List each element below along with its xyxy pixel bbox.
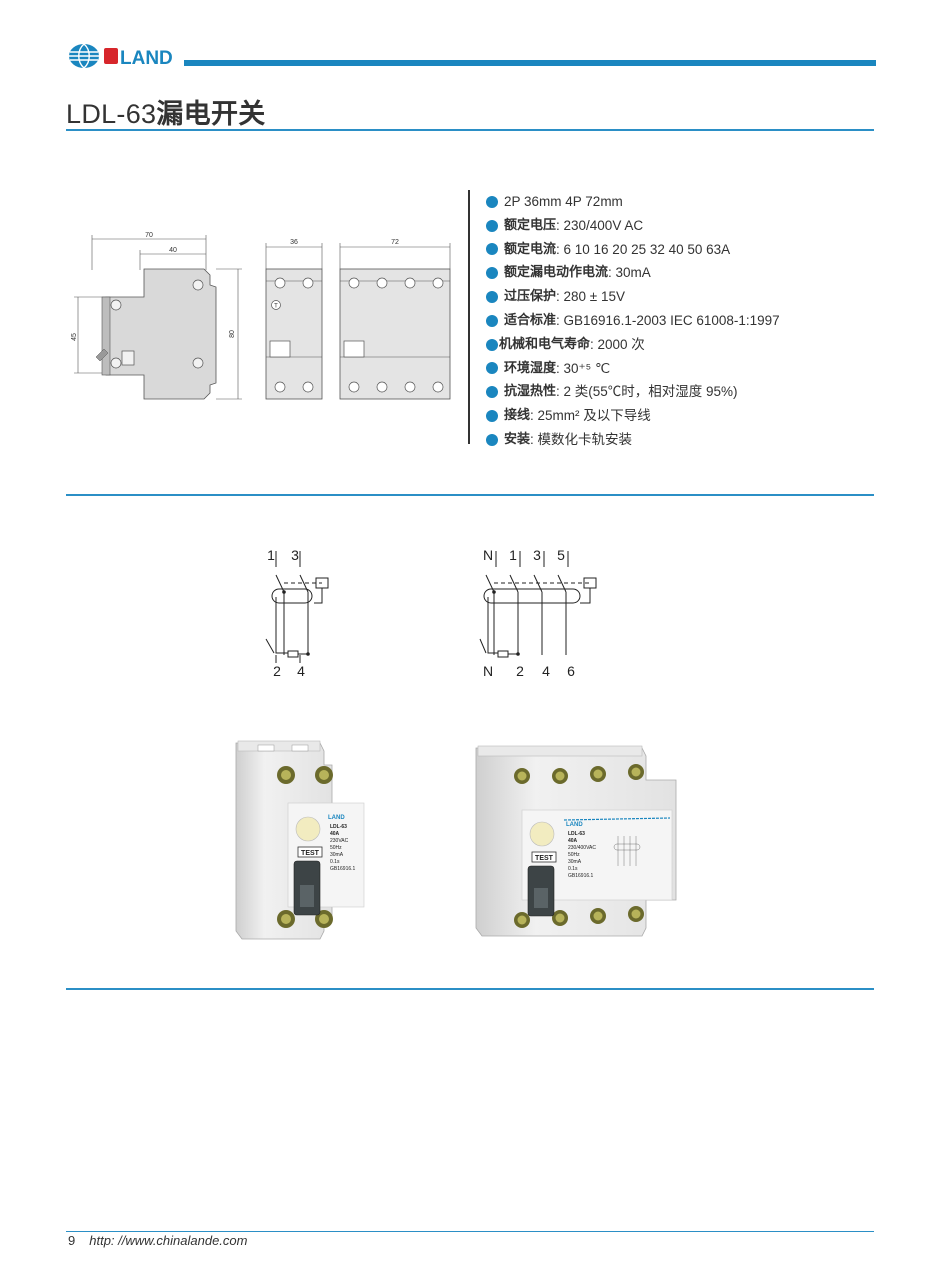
- website-link[interactable]: http: //www.chinalande.com: [89, 1233, 248, 1248]
- terminal-label: N: [483, 663, 493, 679]
- svg-text:LDL-63: LDL-63: [330, 824, 347, 830]
- title-model: LDL-63: [66, 99, 157, 129]
- svg-text:0.1s: 0.1s: [330, 859, 340, 865]
- product-photo-2p: TEST LAND LDL-63 40A 230VAC 50Hz 30mA 0.…: [235, 740, 365, 940]
- svg-text:50Hz: 50Hz: [568, 852, 580, 858]
- terminal-label: 6: [567, 663, 575, 679]
- dim-width-inner: 40: [169, 247, 177, 254]
- test-button-icon: [529, 821, 555, 847]
- dim-height-total: 80: [229, 330, 236, 338]
- title-divider: [66, 129, 874, 131]
- footer: 9 http: //www.chinalande.com: [68, 1233, 247, 1248]
- title-name: 漏电开关: [156, 99, 266, 130]
- header-bar: [184, 60, 876, 66]
- terminal-label: 1: [509, 547, 517, 563]
- spec-item: 额定电流: 6 10 16 20 25 32 40 50 63A: [486, 238, 780, 262]
- test-button-icon: [295, 816, 321, 842]
- dim-width-4p: 72: [391, 239, 399, 246]
- svg-text:0.1s: 0.1s: [568, 866, 578, 872]
- svg-text:230VAC: 230VAC: [330, 838, 349, 844]
- terminal-label: 4: [297, 663, 305, 679]
- spec-item: 抗湿热性: 2 类(55℃时，相对湿度 95%): [486, 380, 780, 404]
- mini-wiring-icon: [613, 836, 641, 866]
- spec-item: 环境湿度: 30⁺⁵ ℃: [486, 357, 780, 381]
- spec-list: 2P 36mm 4P 72mm 额定电压: 230/400V AC 额定电流: …: [486, 190, 780, 452]
- test-label: TEST: [301, 850, 320, 857]
- svg-text:LDL-63: LDL-63: [568, 831, 585, 837]
- product-photo-4p: TEST LAND LDL-63 40A 230/400VAC 50Hz 30m…: [475, 745, 677, 937]
- spec-item: 过压保护: 280 ± 15V: [486, 285, 780, 309]
- bullet-icon: [486, 243, 498, 256]
- bullet-icon: [486, 267, 498, 280]
- svg-text:30mA: 30mA: [330, 852, 344, 858]
- svg-text:230/400VAC: 230/400VAC: [568, 845, 596, 851]
- svg-text:GB16916.1: GB16916.1: [330, 866, 356, 872]
- side-view: [95, 268, 217, 400]
- terminal-label: 4: [542, 663, 550, 679]
- terminal-label: 2: [273, 663, 281, 679]
- bullet-icon: [486, 314, 498, 327]
- bullet-icon: [486, 410, 498, 423]
- bullet-icon: [486, 362, 498, 375]
- spec-item: 安装: 模数化卡轨安装: [486, 428, 780, 452]
- wiring-diagram-2p: 1 3 2 4: [265, 547, 329, 679]
- globe-icon: [69, 43, 99, 69]
- bullet-icon: [486, 291, 498, 304]
- section-divider: [66, 988, 874, 990]
- bullet-icon: [486, 195, 498, 208]
- page-title: LDL-63漏电开关: [66, 92, 266, 131]
- spec-item: 接线: 25mm² 及以下导线: [486, 404, 780, 428]
- dim-width-2p: 36: [290, 239, 298, 246]
- footer-divider: [66, 1231, 874, 1232]
- svg-text:40A: 40A: [330, 831, 340, 837]
- dim-height-side: 45: [71, 333, 78, 341]
- bullet-icon: [486, 219, 498, 232]
- svg-text:40A: 40A: [568, 838, 578, 844]
- test-label: TEST: [535, 855, 554, 862]
- terminal-screw-icon: [277, 766, 333, 928]
- terminal-label: 5: [557, 547, 565, 563]
- front-view-2p: T: [265, 268, 323, 400]
- bullet-icon: [486, 338, 498, 351]
- brand-wordmark: LAND: [120, 48, 173, 69]
- terminal-label: 3: [533, 547, 541, 563]
- svg-text:30mA: 30mA: [568, 859, 582, 865]
- terminal-label: N: [483, 547, 493, 563]
- front-view-4p: [339, 268, 451, 400]
- spec-item: 适合标准: GB16916.1-2003 IEC 61008-1:1997: [486, 309, 780, 333]
- svg-text:T: T: [274, 304, 278, 310]
- wiring-diagram-4p: N 1 3 5 N 2 4 6: [479, 547, 597, 679]
- section-divider: [66, 494, 874, 496]
- svg-text:GB16916.1: GB16916.1: [568, 873, 594, 879]
- product-brand: LAND: [566, 822, 583, 828]
- spec-item: 额定漏电动作电流: 30mA: [486, 261, 780, 285]
- terminal-screw-icon: [514, 764, 644, 928]
- spec-item: 2P 36mm 4P 72mm: [486, 190, 780, 214]
- land-logo: LAND: [69, 43, 173, 69]
- spec-item: 额定电压: 230/400V AC: [486, 214, 780, 238]
- terminal-label: 3: [291, 547, 299, 563]
- page-number: 9: [68, 1233, 76, 1248]
- spec-item: 机械和电气寿命: 2000 次: [486, 333, 780, 357]
- terminal-label: 1: [267, 547, 275, 563]
- bullet-icon: [486, 433, 498, 446]
- svg-text:50Hz: 50Hz: [330, 845, 342, 851]
- spec-divider: [468, 190, 470, 444]
- terminal-label: 2: [516, 663, 524, 679]
- brand-mark-red: [104, 48, 118, 64]
- dim-width-total: 70: [145, 232, 153, 239]
- dimension-drawing: T 70 40 45 80 36 72: [71, 232, 451, 400]
- bullet-icon: [486, 386, 498, 399]
- product-brand: LAND: [328, 815, 345, 821]
